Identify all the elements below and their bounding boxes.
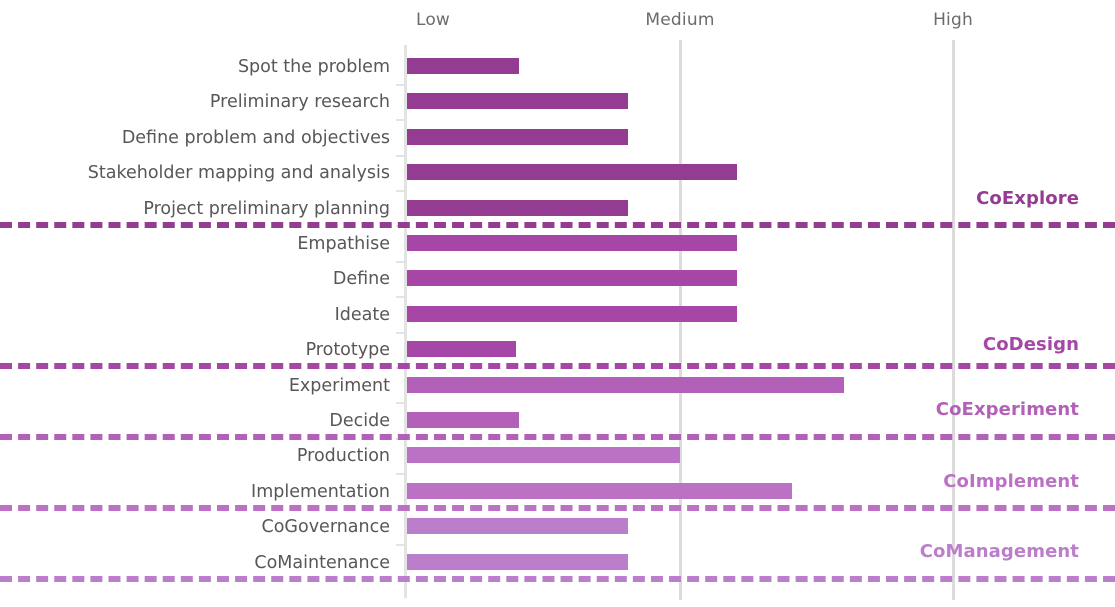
- axis-tick-mark: [396, 331, 405, 334]
- bar: [407, 93, 629, 110]
- bar: [407, 199, 629, 216]
- bar: [407, 553, 629, 570]
- category-label: Implementation: [251, 481, 390, 502]
- bar: [407, 270, 738, 287]
- group-label-coexperiment: CoExperiment: [935, 399, 1079, 420]
- axis-tick-mark: [396, 154, 405, 157]
- category-label: Ideate: [334, 304, 390, 325]
- axis-tick-mark: [396, 189, 405, 192]
- category-label: Empathise: [297, 234, 390, 254]
- axis-tick-mark: [396, 543, 405, 546]
- axis-tick-label-high: High: [933, 10, 973, 30]
- bar: [407, 235, 738, 251]
- category-label: CoGovernance: [261, 517, 391, 538]
- category-label: Define problem and objectives: [121, 127, 390, 148]
- group-divider: [0, 575, 1115, 582]
- group-divider: [0, 434, 1115, 440]
- axis-tick-mark: [396, 83, 405, 86]
- category-label: Stakeholder mapping and analysis: [87, 163, 390, 184]
- category-label: Define: [332, 269, 390, 290]
- bar: [407, 376, 844, 393]
- category-label-column: [0, 0, 396, 607]
- category-label: Decide: [329, 411, 390, 431]
- y-axis-spine: [404, 45, 407, 598]
- axis-tick-mark: [396, 473, 405, 476]
- category-label: Spot the problem: [237, 57, 390, 77]
- bar: [407, 518, 629, 535]
- group-divider: [0, 363, 1115, 370]
- bar: [407, 412, 519, 428]
- bar: [407, 164, 738, 181]
- axis-tick-mark: [396, 402, 405, 405]
- group-label-comanagement: CoManagement: [919, 541, 1079, 562]
- bar: [407, 305, 738, 322]
- axis-tick-mark: [396, 296, 405, 299]
- axis-tick-mark: [396, 119, 405, 122]
- gridline-high: [952, 40, 955, 600]
- bar: [407, 128, 629, 145]
- axis-tick-mark: [396, 260, 405, 263]
- group-divider: [0, 504, 1115, 511]
- category-label: Production: [296, 446, 390, 467]
- category-label: Project preliminary planning: [143, 198, 390, 219]
- group-label-coimplement: CoImplement: [943, 471, 1079, 492]
- category-label: Prototype: [305, 340, 390, 361]
- axis-tick-label-low: Low: [415, 10, 451, 30]
- category-label: Preliminary research: [209, 92, 390, 113]
- bar: [407, 341, 517, 358]
- bar: [407, 58, 519, 74]
- group-label-coexplore: CoExplore: [976, 188, 1079, 209]
- group-divider: [0, 221, 1115, 228]
- group-label-codesign: CoDesign: [982, 334, 1079, 355]
- bar: [407, 447, 680, 464]
- category-label: Experiment: [288, 375, 390, 396]
- bar: [407, 482, 792, 499]
- category-label: CoMaintenance: [254, 552, 390, 573]
- axis-tick-label-medium: Medium: [645, 10, 715, 30]
